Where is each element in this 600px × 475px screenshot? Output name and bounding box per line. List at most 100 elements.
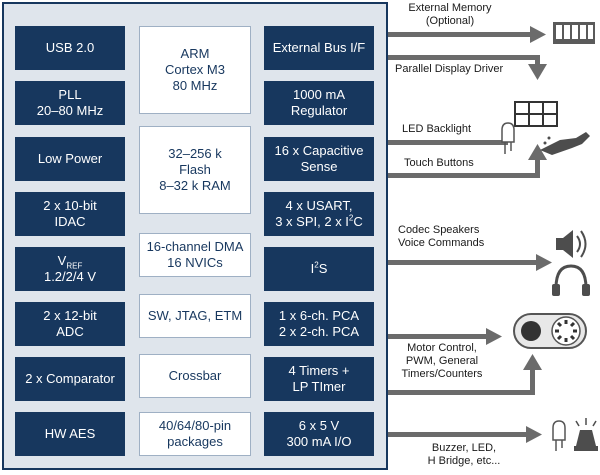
block-flash-line3: 8–32 k RAM: [159, 178, 231, 193]
codec-arrowhead: [536, 254, 552, 271]
buzzer-arrowhead: [526, 426, 542, 443]
block-regulator-line2: Regulator: [290, 103, 348, 118]
ext-memory-line: [388, 32, 533, 37]
block-io: 6 x 5 V 300 mA I/O: [264, 412, 374, 456]
led-backlight-line: [388, 140, 508, 145]
usart-line2-post: C: [353, 214, 363, 229]
block-jtag: SW, JTAG, ETM: [139, 294, 251, 338]
parallel-display-arrowhead: [528, 64, 547, 80]
block-crossbar-line1: Crossbar: [168, 368, 222, 383]
block-regulator-line1: 1000 mA: [292, 87, 346, 102]
vref-sub: REF: [66, 261, 83, 271]
i2s-sup: 2: [314, 260, 319, 270]
label-external-memory: External Memory (Optional): [400, 2, 500, 28]
block-flash-ram: 32–256 k Flash 8–32 k RAM: [139, 126, 251, 214]
label-codec-line2: Voice Commands: [398, 237, 485, 249]
block-flash-line1: 32–256 k: [168, 146, 222, 161]
block-i2s: I2S: [264, 247, 374, 291]
block-pca: 1 x 6-ch. PCA 2 x 2-ch. PCA: [264, 302, 374, 346]
touch-buttons-rise: [535, 158, 540, 178]
block-crossbar: Crossbar: [139, 354, 251, 398]
vref-base: V: [57, 253, 67, 268]
motor-line: [388, 334, 488, 339]
block-pca-line2: 2 x 2-ch. PCA: [278, 324, 360, 339]
block-capsense-line1: 16 x Capacitive: [274, 143, 364, 158]
label-parallel-display-line1: Parallel Display Driver: [395, 63, 504, 75]
motor-wheel-icon: [513, 313, 587, 349]
block-usb: USB 2.0: [15, 26, 125, 70]
usart-line2-pre: 3 x SPI, 2 x I: [275, 214, 349, 229]
block-flash-line2: Flash: [179, 162, 211, 177]
block-arm-line1: ARM: [180, 46, 210, 61]
parallel-display-line: [388, 55, 540, 60]
buzzer-line: [388, 432, 528, 437]
block-arm-line2: Cortex M3: [165, 62, 225, 77]
block-packages-line2: packages: [167, 434, 223, 449]
label-motor-line3: Timers/Counters: [401, 368, 483, 380]
block-adc-line1: 2 x 12-bit: [43, 308, 97, 323]
block-timers: 4 Timers + LP TImer: [264, 357, 374, 401]
motor-return-line: [388, 390, 535, 395]
motor-return-arrowhead: [523, 354, 542, 370]
block-hw-aes: HW AES: [15, 412, 125, 456]
label-buzzer-line2: H Bridge, etc...: [427, 455, 501, 467]
block-timers-line1: 4 Timers +: [288, 363, 350, 378]
block-capacitive-sense: 16 x Capacitive Sense: [264, 137, 374, 181]
i2s-post: S: [318, 261, 328, 276]
touch-buttons-arrowhead: [528, 144, 547, 160]
label-codec: Codec Speakers Voice Commands: [398, 224, 484, 250]
label-codec-line1: Codec Speakers: [398, 224, 480, 236]
motor-arrowhead-out: [486, 328, 502, 345]
block-usart-spi-i2c: 4 x USART, 3 x SPI, 2 x I2C: [264, 192, 374, 236]
label-buzzer: Buzzer, LED, H Bridge, etc...: [418, 442, 510, 468]
block-extbus-line1: External Bus I/F: [272, 40, 366, 55]
block-arm-line3: 80 MHz: [172, 78, 218, 93]
label-led-backlight: LED Backlight: [402, 123, 471, 136]
label-parallel-display: Parallel Display Driver: [395, 63, 503, 76]
block-vref: VREF 1.2/2/4 V: [15, 247, 125, 291]
codec-line: [388, 260, 538, 265]
block-usb-line1: USB 2.0: [45, 40, 95, 55]
block-usart-line1: 4 x USART,: [285, 198, 353, 213]
block-idac-line1: 2 x 10-bit: [43, 198, 97, 213]
block-comparator: 2 x Comparator: [15, 357, 125, 401]
block-hw-aes-line1: HW AES: [44, 426, 96, 441]
block-capsense-line2: Sense: [300, 159, 338, 174]
block-adc: 2 x 12-bit ADC: [15, 302, 125, 346]
display-grid-icon: [514, 101, 558, 127]
label-buzzer-line1: Buzzer, LED,: [431, 442, 497, 454]
block-timers-line2: LP TImer: [292, 379, 346, 394]
block-io-line1: 6 x 5 V: [298, 418, 340, 433]
label-touch-buttons-line1: Touch Buttons: [404, 157, 474, 169]
block-external-bus: External Bus I/F: [264, 26, 374, 70]
led-bulb-icon: [552, 420, 566, 451]
block-vref-line1: VREF: [57, 253, 83, 271]
speaker-icon: [556, 230, 587, 258]
usart-line2-sup: 2: [348, 213, 354, 223]
block-pll-line1: PLL: [58, 87, 82, 102]
block-pll: PLL 20–80 MHz: [15, 81, 125, 125]
block-pca-line1: 1 x 6-ch. PCA: [278, 308, 360, 323]
memory-module-icon: [553, 22, 595, 44]
buzzer-icon: [574, 418, 598, 451]
block-usart-line2: 3 x SPI, 2 x I2C: [275, 214, 363, 230]
label-touch-buttons: Touch Buttons: [404, 157, 474, 170]
label-led-backlight-line1: LED Backlight: [402, 123, 472, 135]
parallel-display-drop: [535, 55, 540, 65]
block-jtag-line1: SW, JTAG, ETM: [147, 308, 243, 323]
led-icon: [501, 122, 515, 154]
block-comparator-line1: 2 x Comparator: [25, 371, 115, 386]
label-motor: Motor Control, PWM, General Timers/Count…: [396, 342, 488, 381]
block-idac: 2 x 10-bit IDAC: [15, 192, 125, 236]
block-packages: 40/64/80-pin packages: [139, 412, 251, 456]
label-external-memory-line1: External Memory: [408, 2, 492, 14]
block-vref-line2: 1.2/2/4 V: [43, 269, 97, 284]
block-pll-line2: 20–80 MHz: [36, 103, 104, 118]
hand-touch-icon: [540, 132, 590, 155]
block-adc-line2: ADC: [56, 324, 84, 339]
block-dma-line1: 16-channel DMA: [146, 239, 244, 254]
ext-memory-arrowhead: [530, 26, 546, 43]
label-motor-line2: PWM, General: [405, 355, 479, 367]
block-i2s-line1: I2S: [311, 261, 328, 277]
